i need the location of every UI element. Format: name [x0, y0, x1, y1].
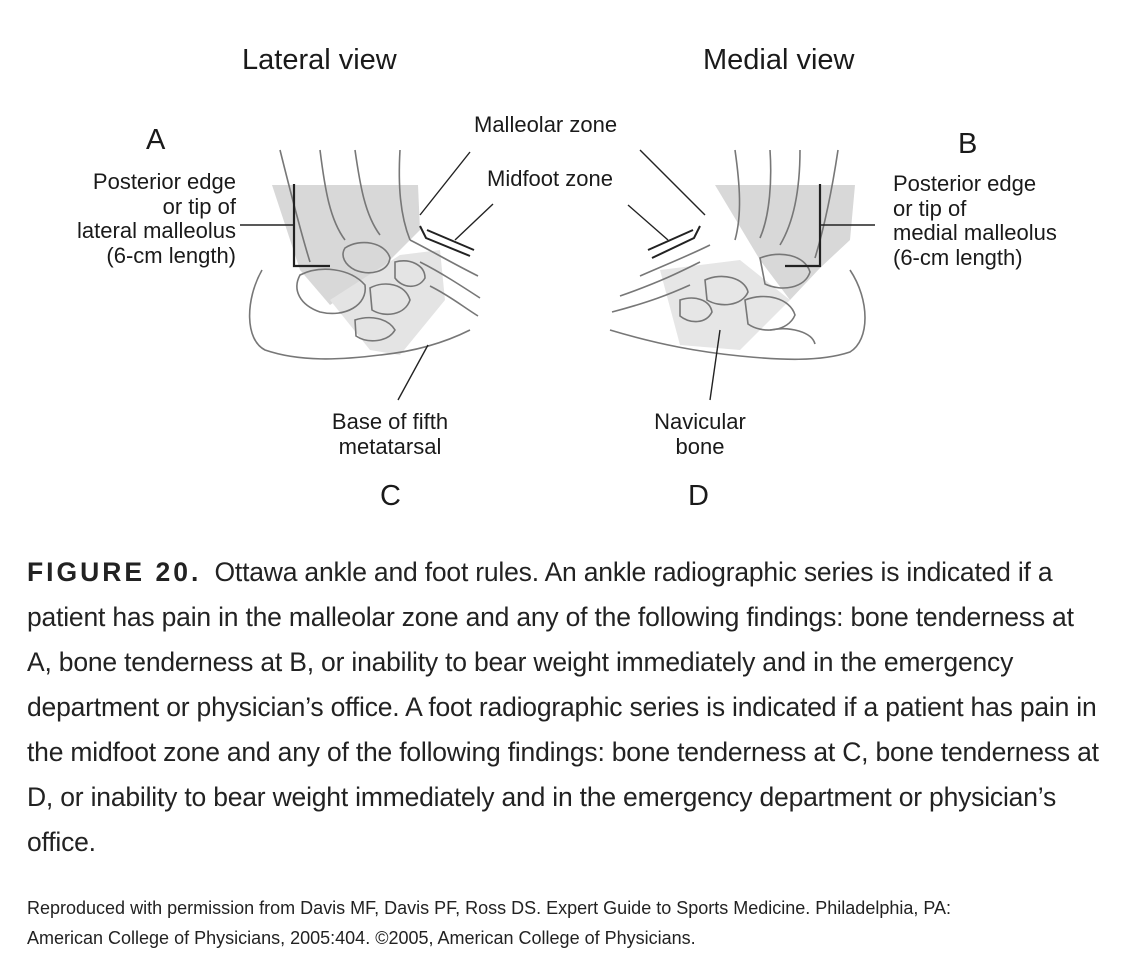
point-d-line: bone [675, 433, 725, 459]
lateral-foot-drawing [240, 149, 494, 401]
credit-line: American College of Physicians, 2005:404… [27, 928, 696, 948]
point-a-line: lateral malleolus [77, 218, 236, 244]
foot-illustrations [240, 149, 875, 401]
lateral-midfoot-shaded-zone [330, 250, 445, 355]
malleolar-zone-label: Malleolar zone [474, 112, 618, 137]
point-b-line: medial malleolus [893, 220, 1057, 246]
midfoot-zone-label: Midfoot zone [487, 166, 613, 191]
caption-text: Ottawa ankle and foot rules. An ankle ra… [27, 557, 1099, 857]
point-b-line: or tip of [893, 195, 967, 221]
figure-caption: FIGURE 20. Ottawa ankle and foot rules. … [27, 550, 1102, 865]
credit-line: Reproduced with permission from Davis MF… [27, 898, 952, 918]
medial-foot-drawing [609, 149, 875, 401]
lateral-view-title: Lateral view [242, 44, 397, 76]
point-d-description: Navicular bone [610, 409, 790, 459]
point-a-line: or tip of [162, 193, 236, 219]
point-d-line: Navicular [654, 409, 746, 434]
ottawa-rules-diagram: Lateral view Medial view Malleolar zone … [20, 44, 1057, 512]
medial-view-title: Medial view [703, 44, 855, 76]
point-a-description: Posterior edge or tip of lateral malleol… [20, 169, 236, 269]
point-c-description: Base of fifth metatarsal [300, 409, 480, 459]
point-b-line: (6-cm length) [893, 244, 1023, 270]
point-b-letter: B [958, 128, 978, 160]
point-c-line: Base of fifth [331, 409, 449, 434]
lateral-malleolar-shaded-zone [272, 185, 420, 305]
point-b-description: Posterior edge or tip of medial malleolu… [893, 171, 1057, 271]
point-a-letter: A [146, 124, 166, 156]
point-d-letter: D [688, 480, 709, 512]
point-a-line: (6-cm length) [106, 242, 236, 268]
point-c-letter: C [380, 480, 401, 512]
source-credit: Reproduced with permission from Davis MF… [27, 893, 1107, 953]
point-c-line: metatarsal [338, 433, 442, 459]
point-b-line: Posterior edge [893, 171, 1037, 196]
point-a-line: Posterior edge [92, 169, 236, 194]
figure-number: FIGURE 20. [27, 557, 202, 587]
